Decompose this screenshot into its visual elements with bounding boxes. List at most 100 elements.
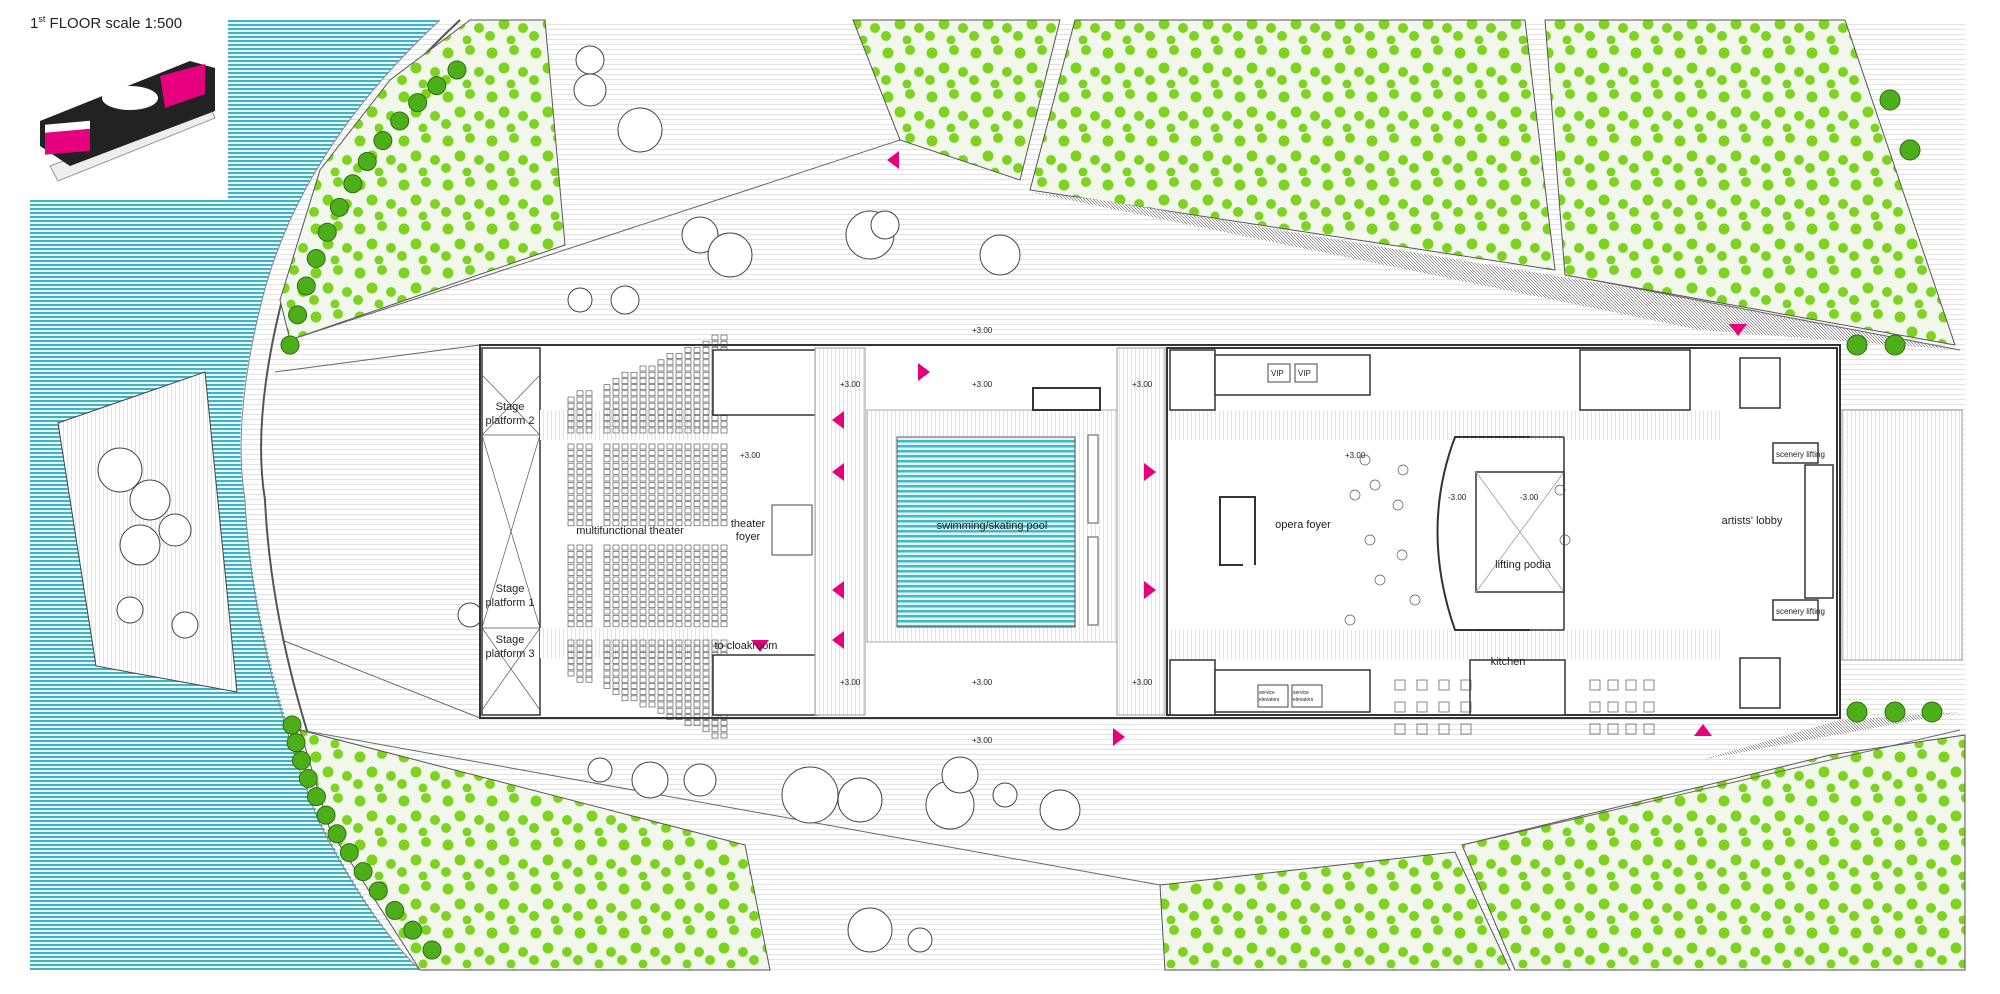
seat xyxy=(585,482,593,488)
seat xyxy=(612,608,620,615)
seat xyxy=(567,443,575,450)
seat xyxy=(666,359,674,366)
seat xyxy=(702,557,710,564)
seat xyxy=(612,595,620,602)
seat xyxy=(576,570,584,576)
seat xyxy=(702,427,710,434)
seat xyxy=(657,595,665,602)
seat xyxy=(639,378,647,384)
seat xyxy=(630,615,638,621)
seat xyxy=(675,544,683,551)
plaza-tree xyxy=(116,596,144,624)
seat xyxy=(675,384,683,390)
seat xyxy=(675,689,683,695)
seat xyxy=(567,570,575,576)
seat xyxy=(702,353,710,359)
seat xyxy=(630,589,638,596)
seat xyxy=(666,670,674,677)
seat xyxy=(639,409,647,415)
label-service-elevators-2b: elevators xyxy=(1293,697,1314,703)
seat xyxy=(648,695,656,702)
seat xyxy=(576,475,584,482)
seat xyxy=(666,595,674,602)
seat xyxy=(693,456,701,463)
seat xyxy=(648,658,656,664)
seat xyxy=(666,576,674,583)
seat xyxy=(567,664,575,671)
restaurant-table xyxy=(1460,723,1472,735)
seat xyxy=(648,427,656,434)
seat xyxy=(702,482,710,488)
seat xyxy=(621,507,629,514)
seat xyxy=(720,544,728,551)
seat xyxy=(666,652,674,658)
seat xyxy=(648,501,656,507)
label-pool: swimming/skating pool xyxy=(937,520,1048,532)
seat xyxy=(630,475,638,482)
seat xyxy=(648,670,656,677)
pool-hall xyxy=(866,347,1166,716)
seat xyxy=(693,507,701,514)
seat xyxy=(639,576,647,583)
seat xyxy=(666,514,674,520)
seat xyxy=(612,469,620,475)
seat xyxy=(567,557,575,564)
seat xyxy=(675,494,683,501)
seat xyxy=(666,378,674,384)
seat xyxy=(684,475,692,482)
tree xyxy=(1899,139,1921,161)
seat xyxy=(630,378,638,384)
seat xyxy=(567,482,575,488)
seat xyxy=(630,384,638,390)
seat xyxy=(720,595,728,602)
seat xyxy=(585,645,593,652)
seat xyxy=(675,365,683,372)
seat xyxy=(720,589,728,596)
seat xyxy=(711,421,719,428)
seat xyxy=(648,689,656,695)
label-stage-platform-3-a: Stage xyxy=(496,634,525,646)
theater-block xyxy=(481,334,866,739)
seat xyxy=(648,450,656,456)
seat xyxy=(657,415,665,421)
seat xyxy=(612,544,620,551)
seat xyxy=(666,714,674,720)
seat xyxy=(630,443,638,450)
seat xyxy=(693,615,701,621)
seat xyxy=(621,415,629,421)
seat xyxy=(702,475,710,482)
label-service-elevators-1a: service xyxy=(1259,690,1275,696)
seat xyxy=(639,658,647,664)
seat xyxy=(693,563,701,570)
seat xyxy=(675,507,683,514)
seat xyxy=(675,371,683,378)
seat xyxy=(720,501,728,507)
seat xyxy=(603,658,611,664)
seat xyxy=(621,544,629,551)
seat xyxy=(702,520,710,527)
seat xyxy=(612,576,620,583)
restaurant-table xyxy=(1589,701,1601,713)
plaza-tree xyxy=(457,602,483,628)
label-artists-lobby: artists' lobby xyxy=(1722,515,1783,527)
seat xyxy=(639,670,647,677)
seat xyxy=(657,494,665,501)
seat xyxy=(693,378,701,384)
plaza-tree xyxy=(847,907,893,953)
seat xyxy=(576,396,584,403)
seat xyxy=(702,450,710,456)
seat xyxy=(630,557,638,564)
seat xyxy=(684,402,692,409)
seat xyxy=(675,390,683,397)
seat xyxy=(576,469,584,475)
plan-title: 1st FLOOR scale 1:500 xyxy=(30,14,182,32)
seat xyxy=(576,576,584,583)
seat xyxy=(657,683,665,689)
plaza-tree xyxy=(97,447,143,493)
seat xyxy=(684,701,692,708)
seat xyxy=(621,378,629,384)
seat xyxy=(702,689,710,695)
restaurant-table xyxy=(1589,679,1601,691)
seat xyxy=(630,608,638,615)
seat xyxy=(621,462,629,469)
